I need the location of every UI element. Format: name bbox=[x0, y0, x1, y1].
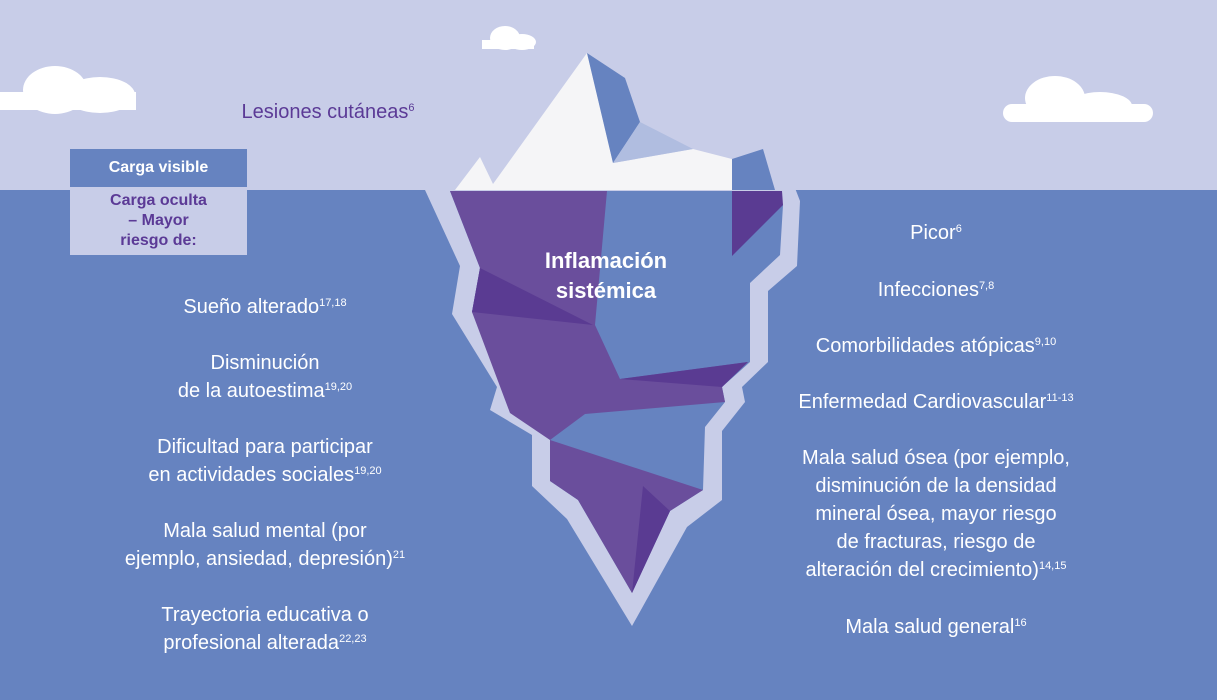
hidden-burden-item: Infecciones7,8 bbox=[878, 276, 994, 304]
center-label: Inflamación sistémica bbox=[545, 246, 667, 306]
reference-sup: 21 bbox=[392, 549, 406, 561]
iceberg-tip bbox=[455, 53, 732, 190]
legend-hidden: Carga oculta – Mayor riesgo de: bbox=[70, 187, 247, 255]
item-line: alteración del crecimiento) bbox=[805, 559, 1039, 581]
reference-sup: 19,20 bbox=[324, 381, 353, 393]
hidden-burden-item: Enfermedad Cardiovascular11-13 bbox=[798, 388, 1073, 416]
iceberg-facet bbox=[732, 149, 775, 190]
reference-sup: 9,10 bbox=[1034, 336, 1057, 348]
reference-sup: 14,15 bbox=[1038, 560, 1067, 572]
reference-sup: 7,8 bbox=[978, 280, 995, 292]
item-line: ejemplo, ansiedad, depresión) bbox=[124, 548, 393, 570]
hidden-burden-item: Mala salud general16 bbox=[845, 613, 1026, 641]
item-line: Enfermedad Cardiovascular bbox=[798, 391, 1047, 413]
legend-line: Carga oculta bbox=[110, 192, 207, 209]
hidden-burden-item: Picor6 bbox=[910, 219, 962, 247]
iceberg-facet bbox=[632, 486, 670, 593]
item-line: Mala salud mental (por bbox=[163, 520, 367, 542]
cloud-top bbox=[482, 26, 536, 50]
item-line: Sueño alterado bbox=[183, 296, 320, 318]
label-text: Lesiones cutáneas bbox=[241, 101, 409, 123]
legend-visible: Carga visible bbox=[70, 149, 247, 187]
item-line: de la autoestima bbox=[177, 380, 325, 402]
reference-sup: 6 bbox=[955, 223, 962, 235]
item-line: Trayectoria educativa o bbox=[161, 604, 369, 626]
item-line: Disminución bbox=[210, 352, 320, 374]
legend-line: – Mayor bbox=[128, 212, 189, 229]
reference-sup: 16 bbox=[1014, 617, 1027, 629]
iceberg-facet bbox=[550, 440, 703, 593]
item-line: profesional alterada bbox=[163, 632, 340, 654]
hidden-burden-item: Mala salud ósea (por ejemplo, disminució… bbox=[802, 444, 1070, 584]
hidden-burden-item: Mala salud mental (por ejemplo, ansiedad,… bbox=[125, 517, 405, 573]
iceberg-facet bbox=[620, 362, 748, 387]
cloud-right bbox=[1003, 76, 1153, 122]
iceberg-facet bbox=[587, 53, 640, 163]
item-line: Picor bbox=[910, 222, 956, 244]
item-line: Dificultad para participar bbox=[157, 436, 373, 458]
reference-sup: 11-13 bbox=[1046, 392, 1074, 404]
iceberg-facet bbox=[613, 122, 693, 163]
hidden-burden-item: Comorbilidades atópicas9,10 bbox=[816, 332, 1056, 360]
iceberg-facet bbox=[472, 268, 593, 325]
item-line: Mala salud general bbox=[845, 616, 1015, 638]
item-line: Mala salud ósea (por ejemplo, bbox=[802, 447, 1070, 469]
iceberg-facet bbox=[732, 191, 783, 256]
item-line: mineral ósea, mayor riesgo bbox=[815, 503, 1057, 525]
visible-burden-label: Lesiones cutáneas6 bbox=[242, 98, 415, 126]
reference-sup: 19,20 bbox=[354, 465, 382, 477]
reference-sup: 22,23 bbox=[339, 633, 367, 645]
hidden-burden-item: Sueño alterado17,18 bbox=[183, 293, 346, 321]
item-line: Infecciones bbox=[877, 279, 979, 301]
hidden-burden-item: Dificultad para participar en actividades… bbox=[148, 433, 381, 489]
item-line: de fracturas, riesgo de bbox=[836, 531, 1036, 553]
legend-line: riesgo de: bbox=[120, 232, 197, 249]
reference-sup: 6 bbox=[408, 102, 415, 114]
item-line: en actividades sociales bbox=[148, 464, 355, 486]
hidden-burden-item: Trayectoria educativa o profesional alter… bbox=[161, 601, 368, 657]
reference-sup: 17,18 bbox=[319, 297, 347, 309]
item-line: disminución de la densidad bbox=[815, 475, 1057, 497]
legend-box: Carga visible Carga oculta – Mayor riesg… bbox=[70, 149, 247, 255]
item-line: Comorbilidades atópicas bbox=[815, 335, 1035, 357]
center-label-line: sistémica bbox=[555, 278, 657, 303]
hidden-burden-item: Disminución de la autoestima19,20 bbox=[178, 349, 352, 405]
cloud-left bbox=[0, 66, 136, 114]
center-label-line: Inflamación bbox=[544, 248, 668, 273]
